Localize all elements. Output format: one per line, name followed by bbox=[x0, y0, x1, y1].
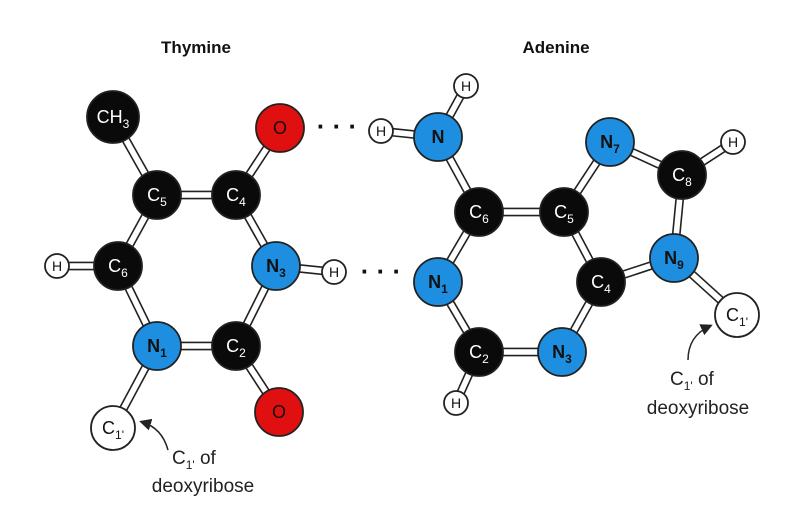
atom-label: C2 bbox=[226, 336, 246, 360]
atom-a-h6a: H bbox=[453, 73, 479, 99]
atom-label: C2 bbox=[469, 342, 489, 366]
atom-t-n3: N3 bbox=[251, 241, 301, 291]
atom-sphere bbox=[211, 170, 261, 220]
atom-label: C4 bbox=[226, 185, 246, 209]
atom-label: N bbox=[432, 127, 445, 147]
atom-sphere bbox=[413, 112, 463, 162]
atom-a-c6: C6 bbox=[454, 187, 504, 237]
atom-sphere bbox=[720, 129, 746, 155]
atom-t-c2: C2 bbox=[211, 321, 261, 371]
atom-label: N1 bbox=[147, 336, 167, 360]
atom-sphere bbox=[539, 187, 589, 237]
atom-label: C1' bbox=[102, 418, 124, 442]
adenine-c1-note-line1: C1' of bbox=[670, 369, 715, 393]
atom-t-c5: C5 bbox=[132, 170, 182, 220]
atom-sphere bbox=[211, 321, 261, 371]
atom-label: O bbox=[272, 402, 286, 422]
atom-sphere bbox=[576, 257, 626, 307]
atom-t-h3: H bbox=[321, 259, 347, 285]
atom-sphere bbox=[443, 390, 469, 416]
atom-sphere bbox=[453, 73, 479, 99]
atom-label: H bbox=[376, 123, 386, 139]
atom-sphere bbox=[454, 187, 504, 237]
atom-label: H bbox=[451, 395, 461, 411]
atom-sphere bbox=[44, 253, 70, 279]
atom-sphere bbox=[714, 292, 760, 338]
atom-sphere bbox=[413, 257, 463, 307]
atom-sphere bbox=[251, 241, 301, 291]
atom-label: C6 bbox=[108, 256, 128, 280]
atom-label: H bbox=[52, 258, 62, 274]
atom-label: CH3 bbox=[97, 107, 130, 131]
atom-a-c4: C4 bbox=[576, 257, 626, 307]
atom-sphere bbox=[368, 118, 394, 144]
atom-a-n3: N3 bbox=[537, 327, 587, 377]
atom-sphere bbox=[132, 170, 182, 220]
adenine-c1-note-line2: deoxyribose bbox=[647, 398, 749, 419]
atom-a-c5: C5 bbox=[539, 187, 589, 237]
thymine-c1-arrow bbox=[139, 418, 169, 451]
atom-label: H bbox=[728, 134, 738, 150]
atom-t-n1: N1 bbox=[132, 321, 182, 371]
adenine-title: Adenine bbox=[522, 38, 589, 57]
atom-a-c2: C2 bbox=[454, 327, 504, 377]
thymine-c1-note-line2: deoxyribose bbox=[152, 476, 254, 497]
atom-t-c6: C6 bbox=[93, 241, 143, 291]
atom-a-c8: C8 bbox=[657, 150, 707, 200]
hydrogen-bond-top: · · · bbox=[317, 111, 357, 141]
atom-sphere bbox=[454, 327, 504, 377]
atom-label: C5 bbox=[147, 185, 167, 209]
atom-sphere bbox=[321, 259, 347, 285]
adenine-c1-arrow bbox=[687, 324, 713, 361]
atom-sphere bbox=[86, 90, 140, 144]
atom-label: N7 bbox=[600, 132, 620, 156]
atom-a-n6: N bbox=[413, 112, 463, 162]
hydrogen-bond-middle: · · · bbox=[361, 256, 401, 286]
atom-t-o4: O bbox=[255, 103, 305, 153]
atom-a-h2: H bbox=[443, 390, 469, 416]
atom-label: H bbox=[329, 264, 339, 280]
atom-label: H bbox=[461, 78, 471, 94]
atom-sphere bbox=[93, 241, 143, 291]
atom-label: C6 bbox=[469, 202, 489, 226]
atom-sphere bbox=[649, 233, 699, 283]
atom-t-o2: O bbox=[254, 387, 304, 437]
atom-a-n7: N7 bbox=[585, 117, 635, 167]
atom-sphere bbox=[254, 387, 304, 437]
atom-label: N3 bbox=[266, 256, 286, 280]
atom-t-c4: C4 bbox=[211, 170, 261, 220]
atom-sphere bbox=[537, 327, 587, 377]
atom-sphere bbox=[255, 103, 305, 153]
atom-label: N9 bbox=[664, 248, 684, 272]
thymine-title: Thymine bbox=[161, 38, 231, 57]
atom-a-c1: C1' bbox=[714, 292, 760, 338]
atom-sphere bbox=[657, 150, 707, 200]
atom-a-n1: N1 bbox=[413, 257, 463, 307]
atom-sphere bbox=[585, 117, 635, 167]
atom-a-h8: H bbox=[720, 129, 746, 155]
atom-label: C1' bbox=[726, 305, 748, 329]
atom-t-c1: C1' bbox=[90, 405, 136, 451]
atom-sphere bbox=[132, 321, 182, 371]
atom-sphere bbox=[90, 405, 136, 451]
atom-label: C5 bbox=[554, 202, 574, 226]
atom-t-ch3: CH3 bbox=[86, 90, 140, 144]
atom-a-h6b: H bbox=[368, 118, 394, 144]
thymine-c1-note-line1: C1' of bbox=[172, 448, 217, 472]
atom-label: N1 bbox=[428, 272, 448, 296]
atom-label: O bbox=[273, 118, 287, 138]
atom-label: C8 bbox=[672, 165, 692, 189]
atom-t-h6: H bbox=[44, 253, 70, 279]
atom-label: N3 bbox=[552, 342, 572, 366]
atom-a-n9: N9 bbox=[649, 233, 699, 283]
atom-label: C4 bbox=[591, 272, 611, 296]
